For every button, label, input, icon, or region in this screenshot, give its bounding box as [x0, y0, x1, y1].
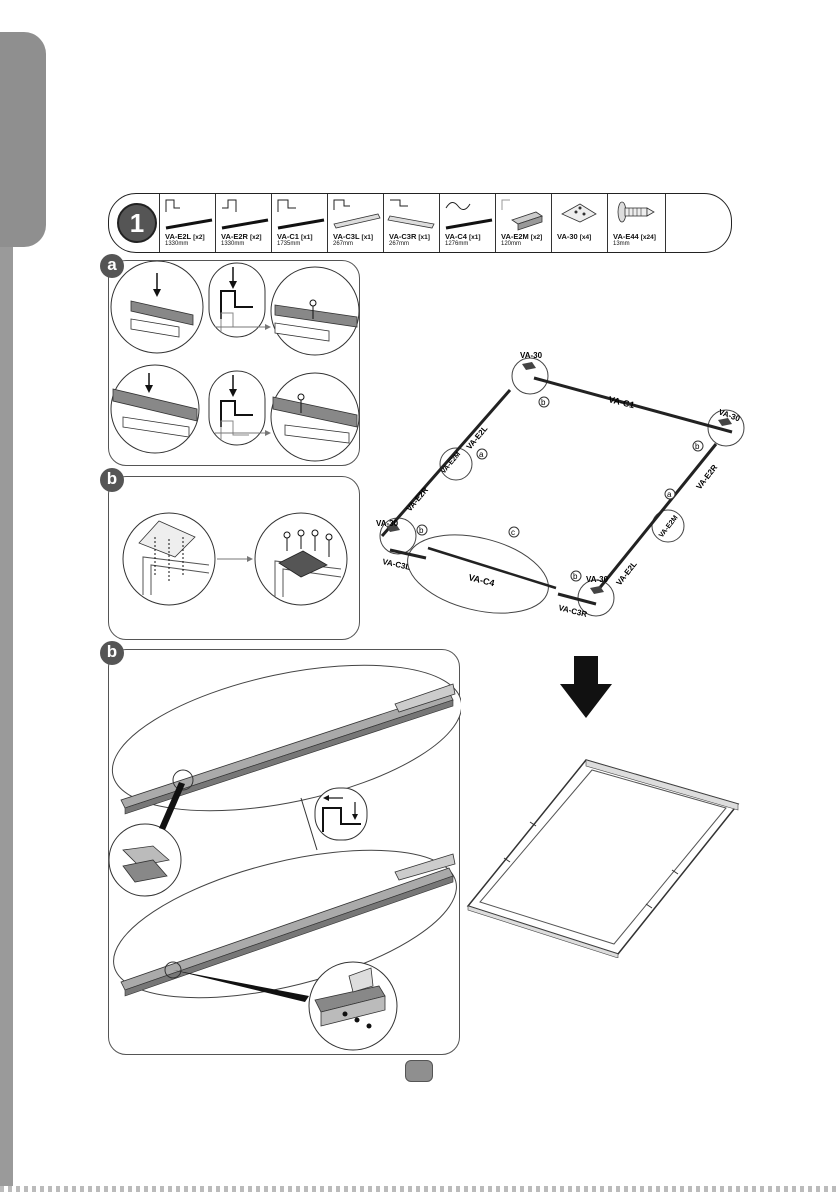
panel-b-rails-label: b — [100, 641, 124, 665]
part-name: VA-C4 — [445, 232, 467, 241]
part-va-c3r: VA-C3R[x1] 267mm — [383, 194, 439, 252]
part-va-e2m: VA-E2M[x2] 120mm — [495, 194, 551, 252]
profile-e2r-icon — [216, 194, 272, 232]
part-va-e44: VA-E44[x24] 13mm — [607, 194, 665, 252]
profile-e2l-icon — [160, 194, 216, 232]
label-va-e2m-right: VA-E2M — [658, 514, 680, 539]
panel-a — [108, 260, 360, 466]
part-length: 1330mm — [165, 241, 188, 247]
part-length: 267mm — [333, 241, 353, 247]
profile-c4-icon — [440, 194, 496, 232]
panel-b-corner-label: b — [100, 468, 124, 492]
bottom-edge — [0, 1186, 840, 1192]
label-va30-top: VA-30 — [520, 351, 543, 360]
part-name: VA-C1 — [277, 232, 299, 241]
part-name: VA-E2R — [221, 232, 248, 241]
step-number-badge: 1 — [117, 203, 157, 243]
part-va-e2r: VA-E2R[x2] 1330mm — [215, 194, 271, 252]
part-length: 267mm — [389, 241, 409, 247]
part-name: VA-E2M — [501, 232, 529, 241]
part-va-30: VA-30[x4] — [551, 194, 607, 252]
callout-b-left: b — [419, 526, 424, 535]
part-name: VA-E44 — [613, 232, 639, 241]
section-tab — [0, 32, 46, 247]
callout-a-right: a — [667, 490, 672, 499]
part-length: 1330mm — [221, 241, 244, 247]
part-qty: [x2] — [250, 234, 262, 241]
profile-c3r-icon — [384, 194, 440, 232]
part-qty: [x24] — [641, 234, 656, 241]
part-qty: [x2] — [531, 234, 543, 241]
part-length: 1276mm — [445, 241, 468, 247]
parts-list-bar: 1 VA-E2L[x2] 1330mm VA-E2R[x2] 1330mm VA… — [108, 193, 732, 253]
frame-exploded-diagram: VA-30 VA-C1 VA-30 VA-E2L VA-E2M VA-E2R V… — [360, 340, 840, 640]
label-va-c1: VA-C1 — [608, 394, 636, 410]
screw-icon — [608, 194, 666, 232]
part-name: VA-C3R — [389, 232, 416, 241]
panel-b-rails-diagram — [109, 650, 461, 1056]
part-name: VA-E2L — [165, 232, 191, 241]
part-qty: [x1] — [362, 234, 374, 241]
profile-e2m-icon — [496, 194, 552, 232]
part-qty: [x4] — [580, 234, 592, 241]
panel-b-corner-diagram — [109, 477, 361, 641]
side-band — [0, 247, 13, 1192]
part-va-c3l: VA-C3L[x1] 267mm — [327, 194, 383, 252]
callout-a-left: a — [479, 450, 484, 459]
panel-b-rails — [108, 649, 460, 1055]
assembled-frame-diagram — [464, 758, 742, 958]
label-va30-left: VA-30 — [376, 519, 399, 528]
label-va-c3l: VA-C3L — [382, 557, 412, 572]
part-name: VA-30 — [557, 232, 578, 241]
callout-c: c — [511, 528, 515, 537]
callout-b-right: b — [695, 442, 700, 451]
label-va-c4: VA-C4 — [468, 572, 496, 588]
part-length: 1735mm — [277, 241, 300, 247]
part-length: 13mm — [613, 241, 630, 247]
panel-b-corner — [108, 476, 360, 640]
part-qty: [x1] — [301, 234, 313, 241]
page-number-box — [405, 1060, 433, 1082]
down-arrow-icon — [556, 656, 616, 720]
part-qty: [x2] — [193, 234, 205, 241]
corner-plate-icon — [552, 194, 608, 232]
part-qty: [x1] — [469, 234, 481, 241]
part-name: VA-C3L — [333, 232, 360, 241]
label-va-c3r: VA-C3R — [558, 603, 589, 619]
part-qty: [x1] — [418, 234, 430, 241]
panel-a-diagram — [109, 261, 361, 467]
part-va-c1: VA-C1[x1] 1735mm — [271, 194, 327, 252]
callout-b-bottom: b — [573, 572, 578, 581]
part-va-e2l: VA-E2L[x2] 1330mm — [159, 194, 215, 252]
part-length: 120mm — [501, 241, 521, 247]
panel-a-label: a — [100, 254, 124, 278]
label-va30-bottom: VA-30 — [586, 575, 609, 584]
part-va-c4: VA-C4[x1] 1276mm — [439, 194, 495, 252]
callout-b-top: b — [541, 398, 546, 407]
label-va-e2r-left: VA-E2R — [405, 485, 431, 513]
part-empty-slot — [665, 194, 732, 252]
profile-c3l-icon — [328, 194, 384, 232]
profile-c1-icon — [272, 194, 328, 232]
